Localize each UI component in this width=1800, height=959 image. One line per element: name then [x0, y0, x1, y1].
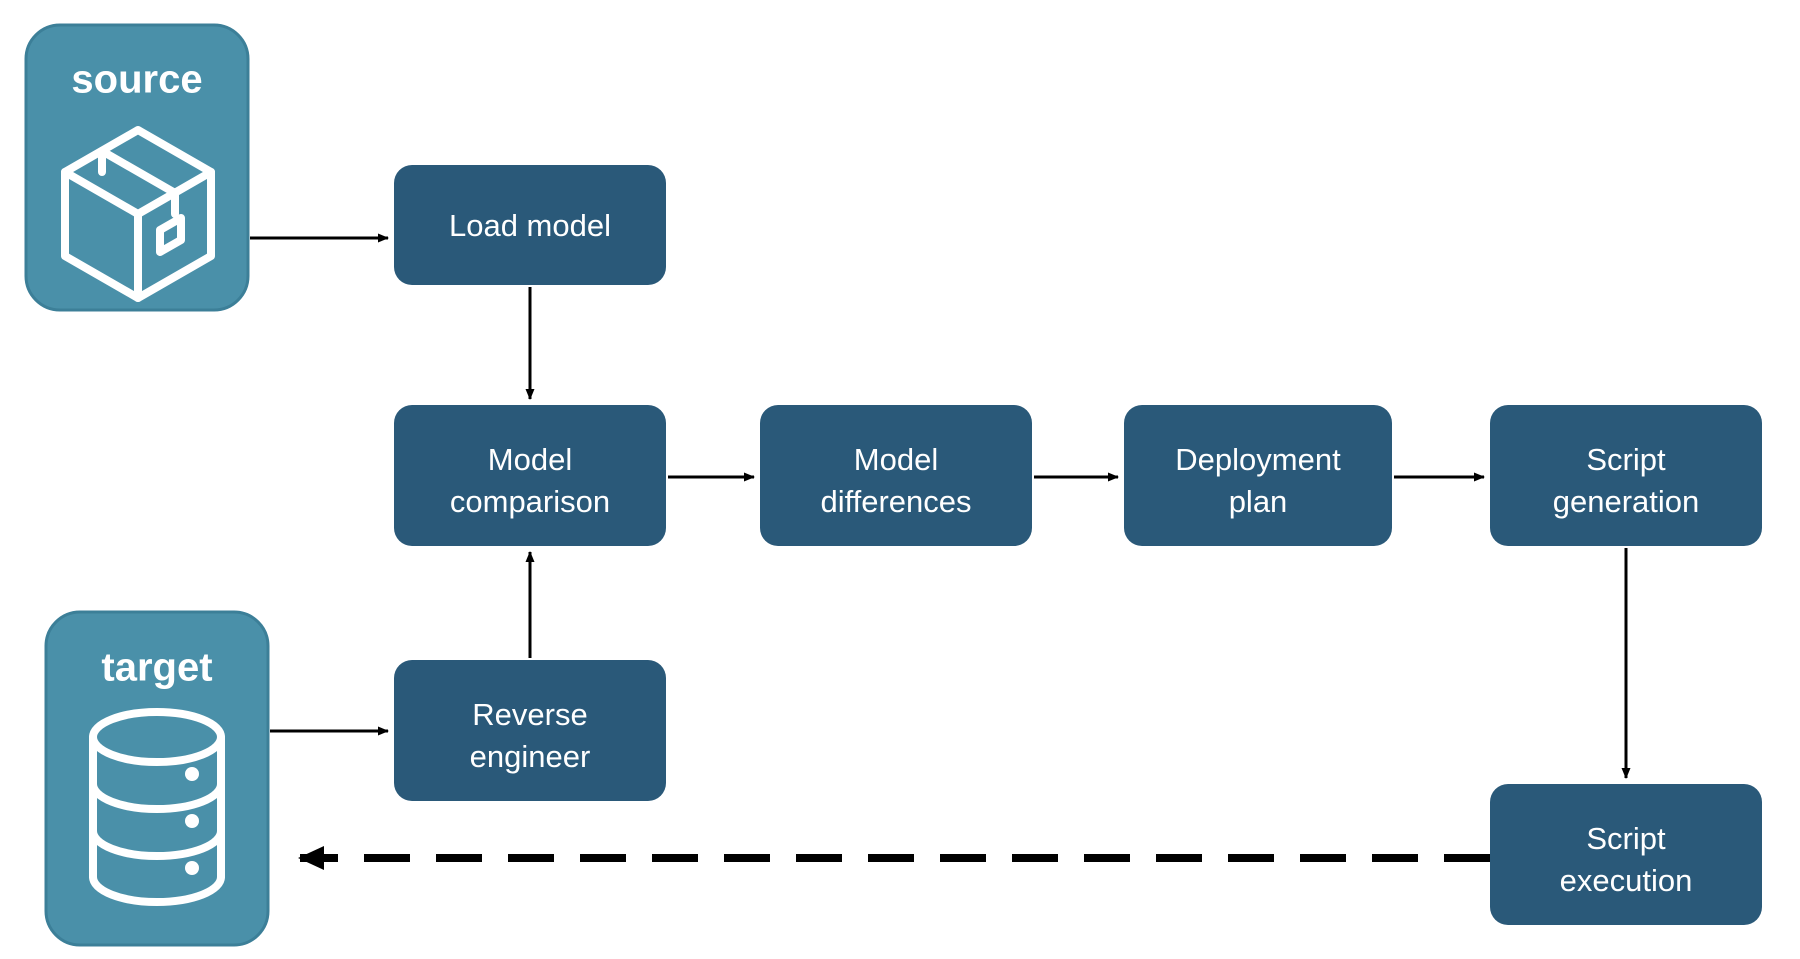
- target-label: target: [101, 646, 212, 690]
- database-cylinder-icon: [89, 708, 225, 906]
- db-dot-1: [185, 767, 199, 781]
- package-box-icon: [61, 126, 215, 302]
- db-dot-3: [185, 861, 199, 875]
- load-model-label-line-1: Load model: [449, 208, 611, 243]
- connectors-layer: [250, 233, 1631, 870]
- script-generation-label-line-2: generation: [1553, 484, 1700, 519]
- reverse-engineer-background: [394, 660, 666, 801]
- model-differences-label-line-1: Model: [854, 442, 938, 477]
- endpoint-target[interactable]: target: [44, 610, 270, 947]
- model-comparison-background: [394, 405, 666, 546]
- source-label: source: [71, 58, 202, 102]
- process-load-model[interactable]: Load model: [394, 165, 666, 285]
- model-comparison-label-line-1: Model: [488, 442, 572, 477]
- script-generation-background: [1490, 405, 1762, 546]
- process-script-execution[interactable]: Script execution: [1490, 784, 1762, 925]
- endpoint-source[interactable]: source: [24, 23, 250, 312]
- process-reverse-engineer[interactable]: Reverse engineer: [394, 660, 666, 801]
- script-execution-label-line-2: execution: [1560, 863, 1693, 898]
- model-differences-label-line-2: differences: [820, 484, 971, 519]
- script-execution-background: [1490, 784, 1762, 925]
- model-differences-background: [760, 405, 1032, 546]
- process-deployment-plan[interactable]: Deployment plan: [1124, 405, 1392, 546]
- reverse-engineer-label-line-1: Reverse: [472, 697, 587, 732]
- process-model-comparison[interactable]: Model comparison: [394, 405, 666, 546]
- reverse-engineer-label-line-2: engineer: [470, 739, 591, 774]
- db-dot-2: [185, 814, 199, 828]
- target-card-background: [44, 610, 270, 947]
- script-execution-label-line-1: Script: [1586, 821, 1666, 856]
- process-script-generation[interactable]: Script generation: [1490, 405, 1762, 546]
- process-model-differences[interactable]: Model differences: [760, 405, 1032, 546]
- load-model-background: [394, 165, 666, 285]
- model-comparison-label-line-2: comparison: [450, 484, 610, 519]
- deployment-plan-background: [1124, 405, 1392, 546]
- script-generation-label-line-1: Script: [1586, 442, 1666, 477]
- deployment-plan-label-line-2: plan: [1229, 484, 1288, 519]
- deployment-plan-label-line-1: Deployment: [1175, 442, 1341, 477]
